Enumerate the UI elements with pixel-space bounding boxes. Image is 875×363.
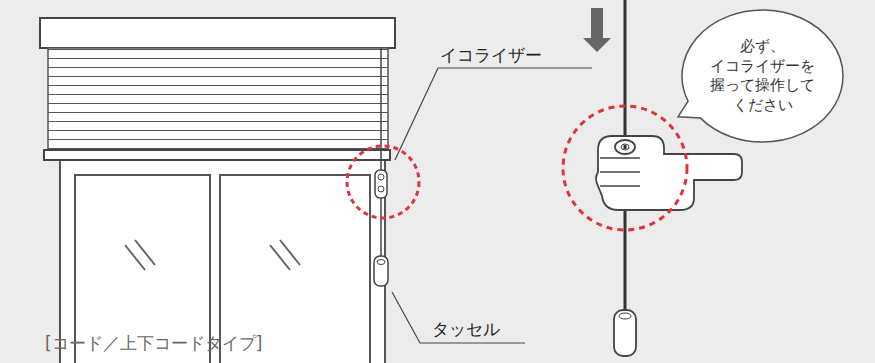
speech-bubble: 必ず、 イコライザーを 握って操作して ください xyxy=(680,8,845,144)
part-label: タッセル xyxy=(432,318,500,341)
part-label: イコライザー xyxy=(440,44,542,67)
caption: [コード／上下コードタイプ] xyxy=(45,332,262,355)
bubble-text: 必ず、 イコライザーを 握って操作して ください xyxy=(704,37,822,115)
